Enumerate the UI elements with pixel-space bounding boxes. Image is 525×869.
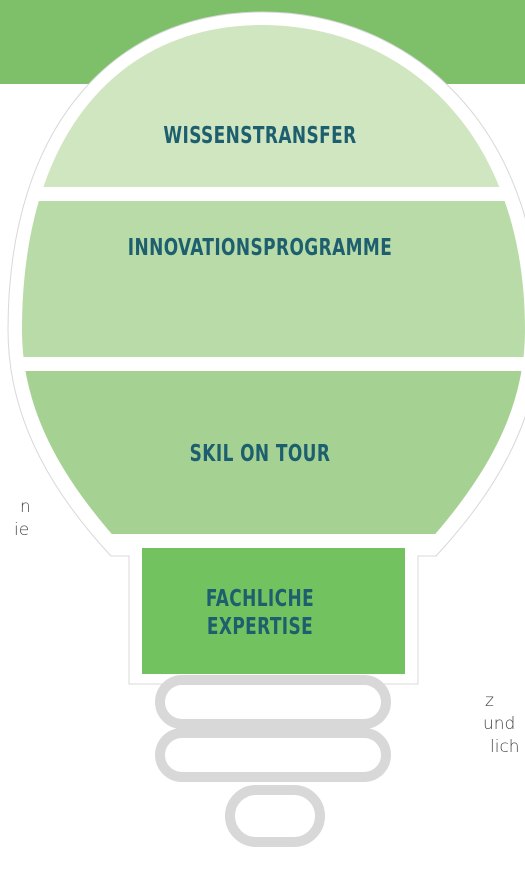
left-text-fragment-1: n (20, 497, 31, 517)
label-wissenstransfer: WISSENSTRANSFER (163, 123, 357, 149)
right-text-fragment-2: und (483, 714, 516, 734)
label-fachliche-expertise: FACHLICHE EXPERTISE (205, 586, 315, 640)
right-text-fragment-1: z (485, 691, 494, 711)
base-ring-1 (155, 675, 391, 729)
base-ring-2 (155, 728, 391, 782)
label-skil-on-tour: SKIL ON TOUR (189, 441, 331, 467)
layer-innovationsprogramme (22, 201, 525, 357)
base-tip (225, 785, 325, 847)
left-text-fragment-2: ie (14, 520, 30, 540)
right-text-fragment-3: lich (490, 737, 520, 757)
layer-skil-on-tour (22, 371, 525, 534)
label-innovationsprogramme: INNOVATIONSPROGRAMME (127, 235, 393, 261)
